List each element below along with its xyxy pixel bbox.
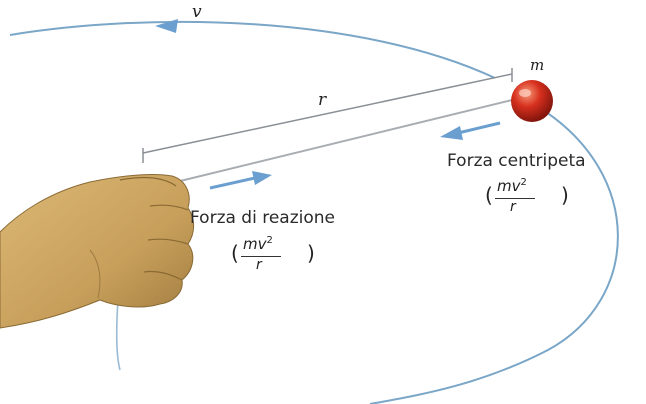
reaction-arrow-shaft: [209, 176, 256, 190]
mass-label: m: [530, 56, 545, 74]
reaction-arrow-icon: [252, 171, 272, 185]
exponent: 2: [266, 235, 273, 246]
fraction-bar: [241, 256, 281, 257]
velocity-label: v: [192, 2, 202, 22]
ball-highlight: [519, 89, 531, 97]
velocity-arrow-icon: [155, 19, 178, 33]
formula-numerator: mv2: [497, 177, 527, 195]
close-paren: ): [561, 183, 569, 207]
radius-label: r: [318, 90, 327, 110]
hand-icon: [0, 173, 195, 329]
numerator-text: mv: [497, 177, 521, 195]
orbit-right: [369, 107, 619, 404]
formula-numerator: mv2: [243, 235, 273, 253]
reaction-formula: ( mv2 r ): [231, 235, 321, 281]
centripetal-formula: ( mv2 r ): [485, 177, 575, 223]
formula-denominator: r: [256, 257, 262, 273]
centripetal-arrow-icon: [440, 126, 463, 140]
open-paren: (: [231, 241, 239, 265]
radius-line: [142, 73, 513, 154]
numerator-text: mv: [243, 235, 267, 253]
string: [171, 99, 513, 184]
orbit-top: [9, 20, 496, 79]
centripetal-arrow-shaft: [457, 121, 501, 135]
formula-denominator: r: [510, 199, 516, 215]
orbit-left-bottom: [115, 299, 121, 371]
exponent: 2: [520, 177, 527, 188]
open-paren: (: [485, 183, 493, 207]
centripetal-force-label: Forza centripeta: [447, 151, 586, 171]
reaction-force-label: Forza di reazione: [190, 208, 335, 228]
fraction-bar: [495, 198, 535, 199]
ball: [511, 80, 553, 122]
close-paren: ): [307, 241, 315, 265]
